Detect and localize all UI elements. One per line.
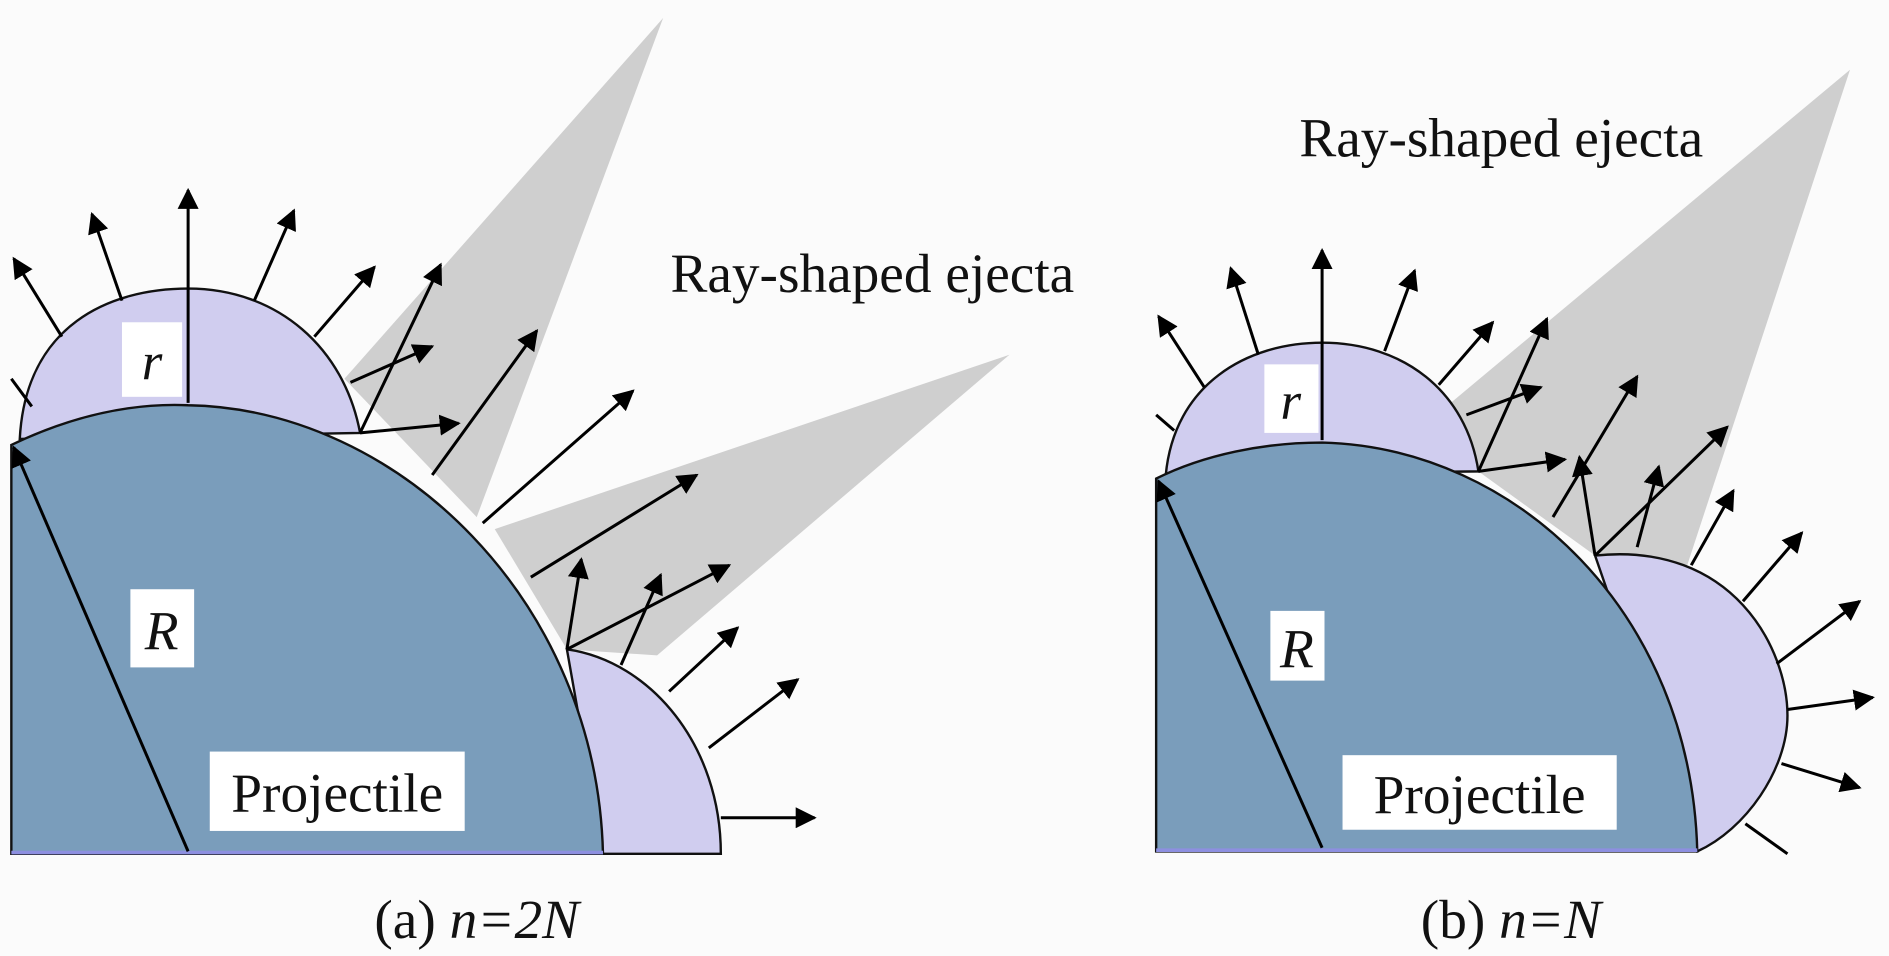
velocity-arrows [12, 187, 817, 829]
projectile-label: Projectile [231, 763, 443, 824]
projectile-body [1154, 441, 1699, 853]
radius-R-arrow [1156, 479, 1324, 849]
cap-right [565, 647, 723, 855]
large-radius-label: R [144, 600, 179, 661]
large-radius-label: R [1279, 618, 1314, 679]
panel-b: r R Projectile Ray-shaped ejecta (b) n=N [1154, 69, 1875, 950]
ejecta-ray-1 [344, 18, 664, 518]
ejecta-label: Ray-shaped ejecta [670, 243, 1074, 304]
ejecta-label: Ray-shaped ejecta [1299, 107, 1703, 168]
small-radius-label: r [1281, 372, 1302, 430]
velocity-arrows [1157, 248, 1875, 793]
ejecta-ray-2 [494, 354, 1010, 656]
caption-b: (b) n=N [1421, 889, 1604, 950]
cap-right [1593, 553, 1789, 854]
radius-R-arrow [11, 445, 190, 852]
caption-a: (a) n=2N [374, 889, 582, 950]
panel-a: r R Projectile Ray-shaped ejecta (a) n=2… [10, 18, 1074, 950]
projectile-label: Projectile [1374, 764, 1586, 825]
projectile-body [10, 403, 605, 855]
ejecta-ray [1450, 69, 1850, 572]
small-radius-label: r [142, 333, 163, 391]
